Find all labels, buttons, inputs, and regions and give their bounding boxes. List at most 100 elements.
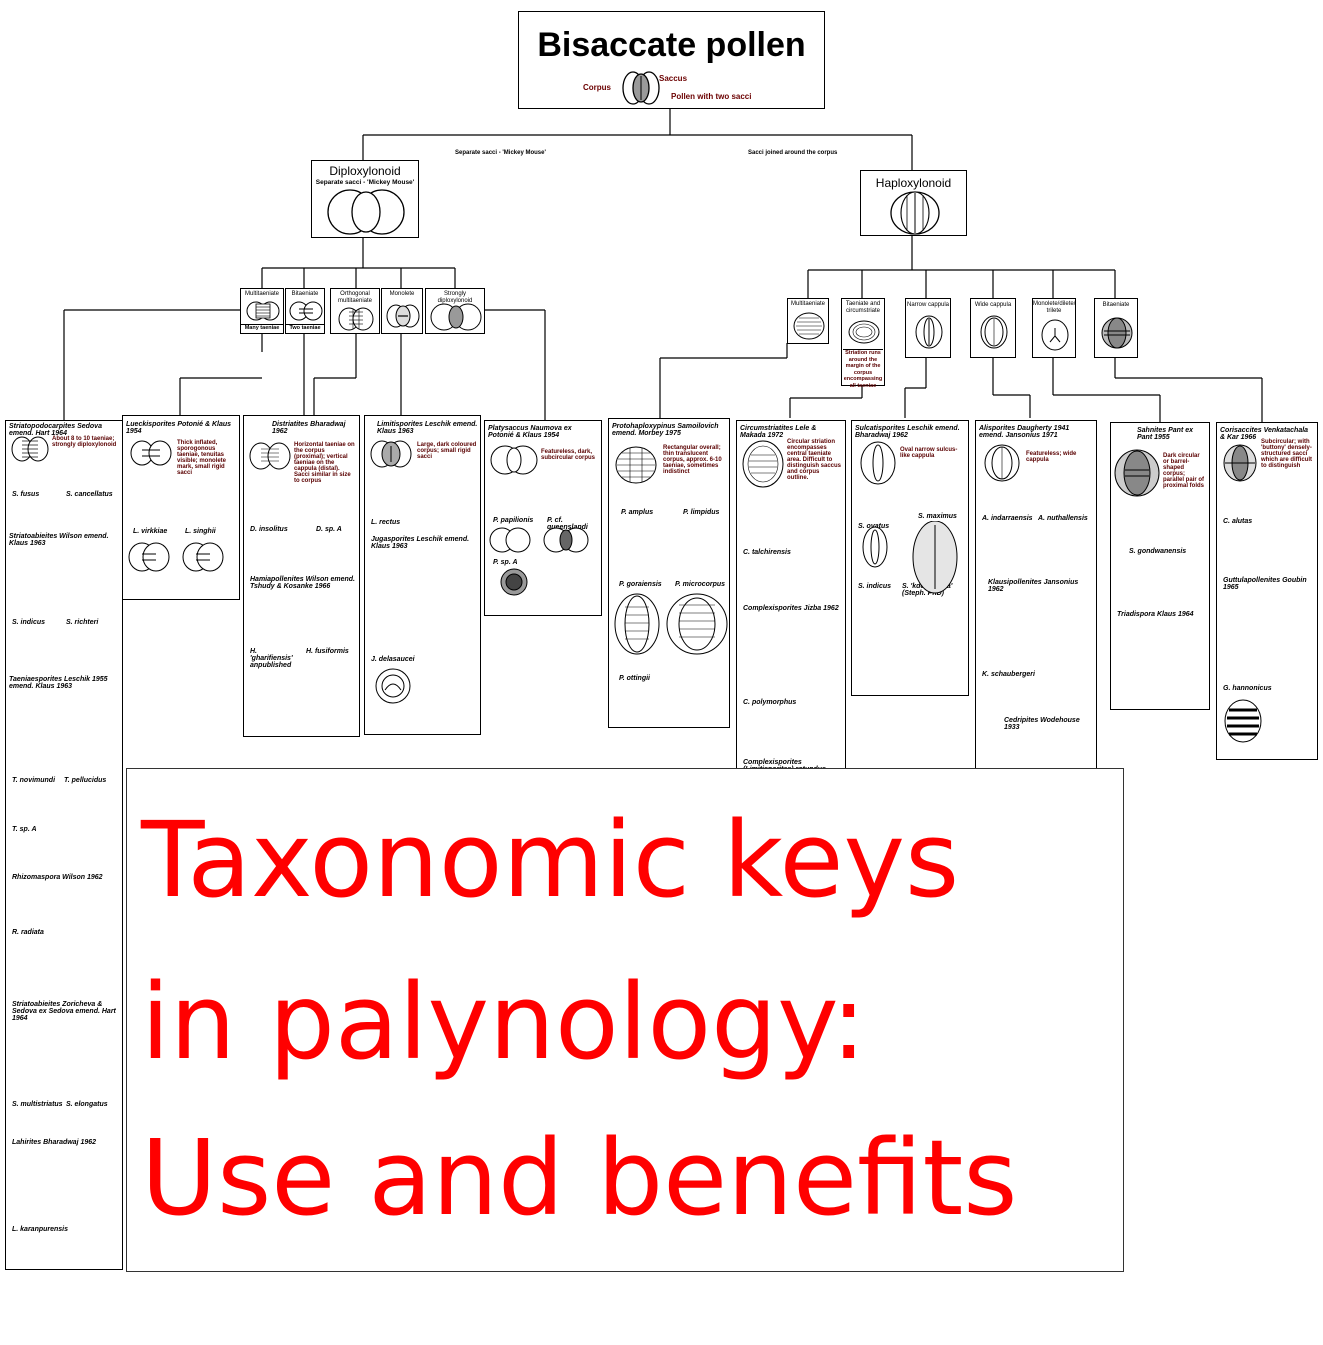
genus-subtitle: Jugasporites Leschik emend. Klaus 1963 (371, 536, 470, 550)
species-label: S. richteri (66, 619, 99, 626)
haplox-child-caption: Striation runs around the margin of the … (843, 349, 883, 389)
alisporites-pollen-icon (984, 444, 1020, 482)
multitaeniate-pollen-icon (246, 301, 280, 321)
species-label: P. limpidus (683, 509, 720, 516)
edge-label-right: Sacci joined around the corpus (748, 150, 838, 156)
species-label: P. microcorpus (675, 581, 726, 588)
species-label: H. 'gharifiensis' anpublished (250, 648, 293, 669)
haplox-bitaeniate-icon (1101, 317, 1133, 349)
genus-subtitle: Cedripites Wodehouse 1933 (1004, 717, 1080, 731)
haploxylonoid-pollen-icon (890, 191, 940, 235)
diplox-child-orthogonal: Orthogonal multitaeniate (330, 288, 380, 334)
bitaeniate-pollen-icon (289, 301, 323, 321)
diploxylonoid-node: Diploxylonoid Separate sacci - 'Mickey M… (311, 160, 419, 238)
sulcatisporites-species-icons (862, 521, 958, 594)
platysaccus-species-icons (489, 527, 589, 553)
haploxylonoid-node: Haploxylonoid (860, 170, 967, 236)
platysaccus-sp-a-icon (500, 568, 528, 596)
genus-col-3: Distriatites Bharadwaj 1962 Horizontal t… (243, 415, 360, 737)
haplox-child-narrow-cappula: Narrow cappula (905, 298, 951, 358)
species-label: S. indicus (12, 619, 46, 626)
genus-col-8: Sulcatisporites Leschik emend. Bharadwaj… (851, 420, 969, 696)
sahnites-pollen-icon (1114, 449, 1160, 497)
species-label: S. elongatus (66, 1101, 108, 1108)
genus-subtitle: Guttulapollenites Goubin 1965 (1223, 577, 1307, 591)
species-label: T. pellucidus (64, 777, 107, 784)
saccus-label: Saccus (659, 74, 688, 83)
diploxylonoid-subtitle: Separate sacci - 'Mickey Mouse' (315, 179, 415, 186)
genus-desc: About 8 to 10 taeniae; strongly diploxyl… (52, 436, 117, 448)
species-label: S. indicus (858, 583, 892, 590)
strongly-diploxylonoid-icon (430, 303, 482, 331)
species-label: P. sp. A (493, 559, 518, 566)
protohaploxypinus-pollen-icon (615, 446, 657, 484)
overlay-line-3: Use and benefits (141, 1117, 1018, 1239)
genus-desc: Thick inflated, sporogonous taeniae, ten… (177, 440, 227, 476)
diplox-child-multitaeniate: Multitaeniate Many taeniae (240, 288, 284, 334)
orthogonal-pollen-icon (338, 307, 374, 331)
corisaccites-pollen-icon (1223, 444, 1257, 482)
genus-subtitle: Lahirites Bharadwaj 1962 (12, 1139, 97, 1146)
limitisporites-pollen-icon (370, 440, 412, 468)
species-label: D. sp. A (316, 526, 342, 533)
genus-subtitle: Taeniaesporites Leschik 1955 emend. Klau… (9, 676, 108, 690)
genus-col-1: Striatopodocarpites Sedova emend. Hart 1… (5, 420, 123, 1270)
species-label: P. cf. queenslandi (547, 517, 588, 531)
species-label: R. radiata (12, 929, 44, 936)
narrow-cappula-icon (915, 315, 943, 349)
genus-desc: Featureless; wide cappula (1026, 451, 1077, 463)
root-node: Bisaccate pollen Corpus Saccus Pollen wi… (518, 11, 825, 109)
species-label: P. goraiensis (619, 581, 662, 588)
wide-cappula-icon (980, 315, 1008, 349)
species-label: T. sp. A (12, 826, 37, 833)
root-title: Bisaccate pollen (537, 26, 806, 64)
diplox-child-label: Multitaeniate (244, 291, 280, 297)
haplox-child-wide-cappula: Wide cappula (970, 298, 1016, 358)
genus-desc: Featureless, dark, subcircular corpus (541, 449, 596, 461)
species-label: T. novimundi (12, 777, 56, 784)
genus-title: Striatopodocarpites Sedova emend. Hart 1… (9, 423, 102, 437)
genus-title: Platysaccus Naumova ex Potonié & Klaus 1… (488, 425, 572, 439)
circumstriatites-pollen-icon (742, 440, 784, 488)
species-label: P. papilionis (493, 517, 534, 524)
overlay-line-1: Taxonomic keys (141, 799, 960, 921)
haplox-child-label: Wide cappula (974, 302, 1012, 308)
species-label: C. alutas (1223, 518, 1253, 525)
genus-col-7: Circumstriatites Lele & Makada 1972 Circ… (736, 420, 846, 773)
genus-subtitle: Hamiapollenites Wilson emend. Tshudy & K… (250, 576, 355, 590)
genus-title: Limitisporites Leschik emend. Klaus 1963 (377, 421, 478, 435)
diplox-child-label: Bitaeniate (291, 291, 319, 297)
species-label: S. cancellatus (66, 491, 113, 498)
genus-title: Sulcatisporites Leschik emend. Bharadwaj… (855, 425, 960, 439)
overlay-line-2: in palynology: (141, 961, 867, 1083)
diploxylonoid-pollen-icon (327, 189, 405, 235)
lueckisporites-pollen-icon (130, 440, 172, 466)
haplox-child-multitaeniate: Multitaeniate (787, 298, 829, 344)
genus-col-4: Limitisporites Leschik emend. Klaus 1963… (364, 415, 481, 735)
haplox-child-label: Bitaeniate (1102, 302, 1130, 308)
diplox-child-strongly: Strongly diploxylonoid (425, 288, 485, 334)
species-label: C. polymorphus (743, 699, 797, 706)
diplox-child-caption: Two taeniae (286, 323, 324, 332)
haplox-child-label: Narrow cappula (906, 302, 950, 308)
species-label: S. fusus (12, 491, 40, 498)
genus-col-10: Sahnites Pant ex Pant 1955 Dark circular… (1110, 422, 1210, 710)
corpus-label: Corpus (583, 83, 611, 92)
species-label: L. singhii (185, 528, 216, 535)
diplox-child-caption: Many taeniae (241, 323, 283, 332)
haplox-multitaeniate-icon (793, 312, 825, 340)
diploxylonoid-title: Diploxylonoid (329, 164, 401, 178)
genus-desc: Circular striation encompasses central t… (787, 439, 842, 481)
genus-subtitle: Klausipollenites Jansonius 1962 (988, 579, 1079, 593)
species-label: A. nuthallensis (1038, 515, 1088, 522)
genus-desc: Rectangular overall; thin translucent co… (663, 445, 722, 475)
genus-title: Circumstriatites Lele & Makada 1972 (740, 425, 817, 439)
genus-title: Sahnites Pant ex Pant 1955 (1137, 427, 1194, 441)
species-label: P. ottingii (619, 675, 650, 682)
genus-desc: Dark circular or barrel-shaped corpus; p… (1163, 453, 1205, 489)
genus-title: Lueckisporites Potonié & Klaus 1954 (126, 421, 232, 435)
haploxylonoid-title: Haploxylonoid (875, 176, 952, 190)
species-label: S. ovatus (858, 523, 890, 530)
genus-subtitle: Triadispora Klaus 1964 (1117, 611, 1194, 618)
